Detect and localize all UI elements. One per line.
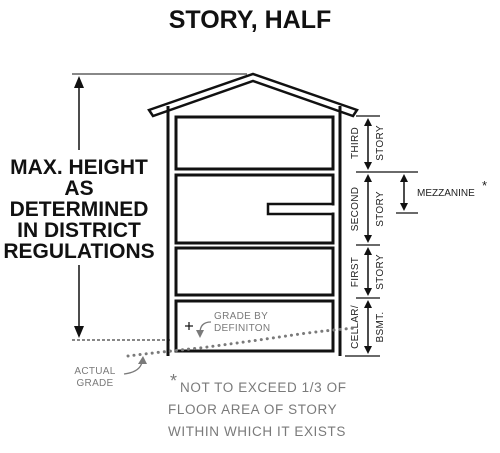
mezzanine-shelf [266, 202, 335, 216]
max-height-line-1: MAX. HEIGHT [10, 156, 148, 179]
cellar-label-1: CELLAR/ [350, 305, 361, 349]
house-outline [147, 72, 359, 356]
max-height-line-4: IN DISTRICT [17, 219, 141, 242]
footnote-line-1: NOT TO EXCEED 1/3 OF [180, 380, 347, 395]
actual-grade-line-1: ACTUAL [74, 366, 115, 377]
first-story-box [174, 246, 335, 297]
max-height-line-3: DETERMINED [10, 198, 149, 221]
footnote-asterisk: * [170, 371, 178, 391]
actual-grade-line-2: GRADE [76, 378, 113, 389]
diagram-title: STORY, HALF [169, 6, 332, 34]
mezzanine-label-group: MEZZANINE * [417, 178, 487, 199]
grade-by-definition-line-2: DEFINITON [214, 323, 270, 334]
footnote-line-3: WITHIN WHICH IT EXISTS [168, 424, 346, 439]
grade-by-definition-line-1: GRADE BY [214, 311, 268, 322]
max-height-line-5: REGULATIONS [3, 240, 154, 263]
story-arrows [364, 118, 408, 354]
story-labels: THIRD STORY SECOND STORY FIRST STORY CEL… [350, 125, 386, 349]
cellar-box [174, 299, 335, 353]
mezzanine-asterisk: * [482, 178, 487, 193]
second-story-label-1: SECOND [350, 187, 361, 232]
max-height-line-2: AS [64, 177, 93, 200]
footnote: * NOT TO EXCEED 1/3 OF FLOOR AREA OF STO… [168, 371, 347, 439]
third-story-label-1: THIRD [350, 127, 361, 159]
cellar-label-2: BSMT. [375, 312, 386, 343]
footnote-line-2: FLOOR AREA OF STORY [168, 402, 337, 417]
grade-by-definition: GRADE BY DEFINITON [196, 311, 270, 338]
mezzanine-label: MEZZANINE [417, 188, 475, 199]
roof [147, 72, 359, 118]
third-story-box [174, 115, 335, 171]
grade-dotted-line [126, 326, 358, 358]
first-story-label-1: FIRST [350, 257, 361, 287]
max-height-dimension [72, 73, 247, 341]
story-ticks [345, 115, 418, 357]
actual-grade: ACTUAL GRADE [74, 356, 147, 389]
third-story-label-2: STORY [375, 125, 386, 161]
max-height-label: MAX. HEIGHT AS DETERMINED IN DISTRICT RE… [3, 156, 154, 263]
second-story-label-2: STORY [375, 191, 386, 227]
first-story-label-2: STORY [375, 254, 386, 290]
